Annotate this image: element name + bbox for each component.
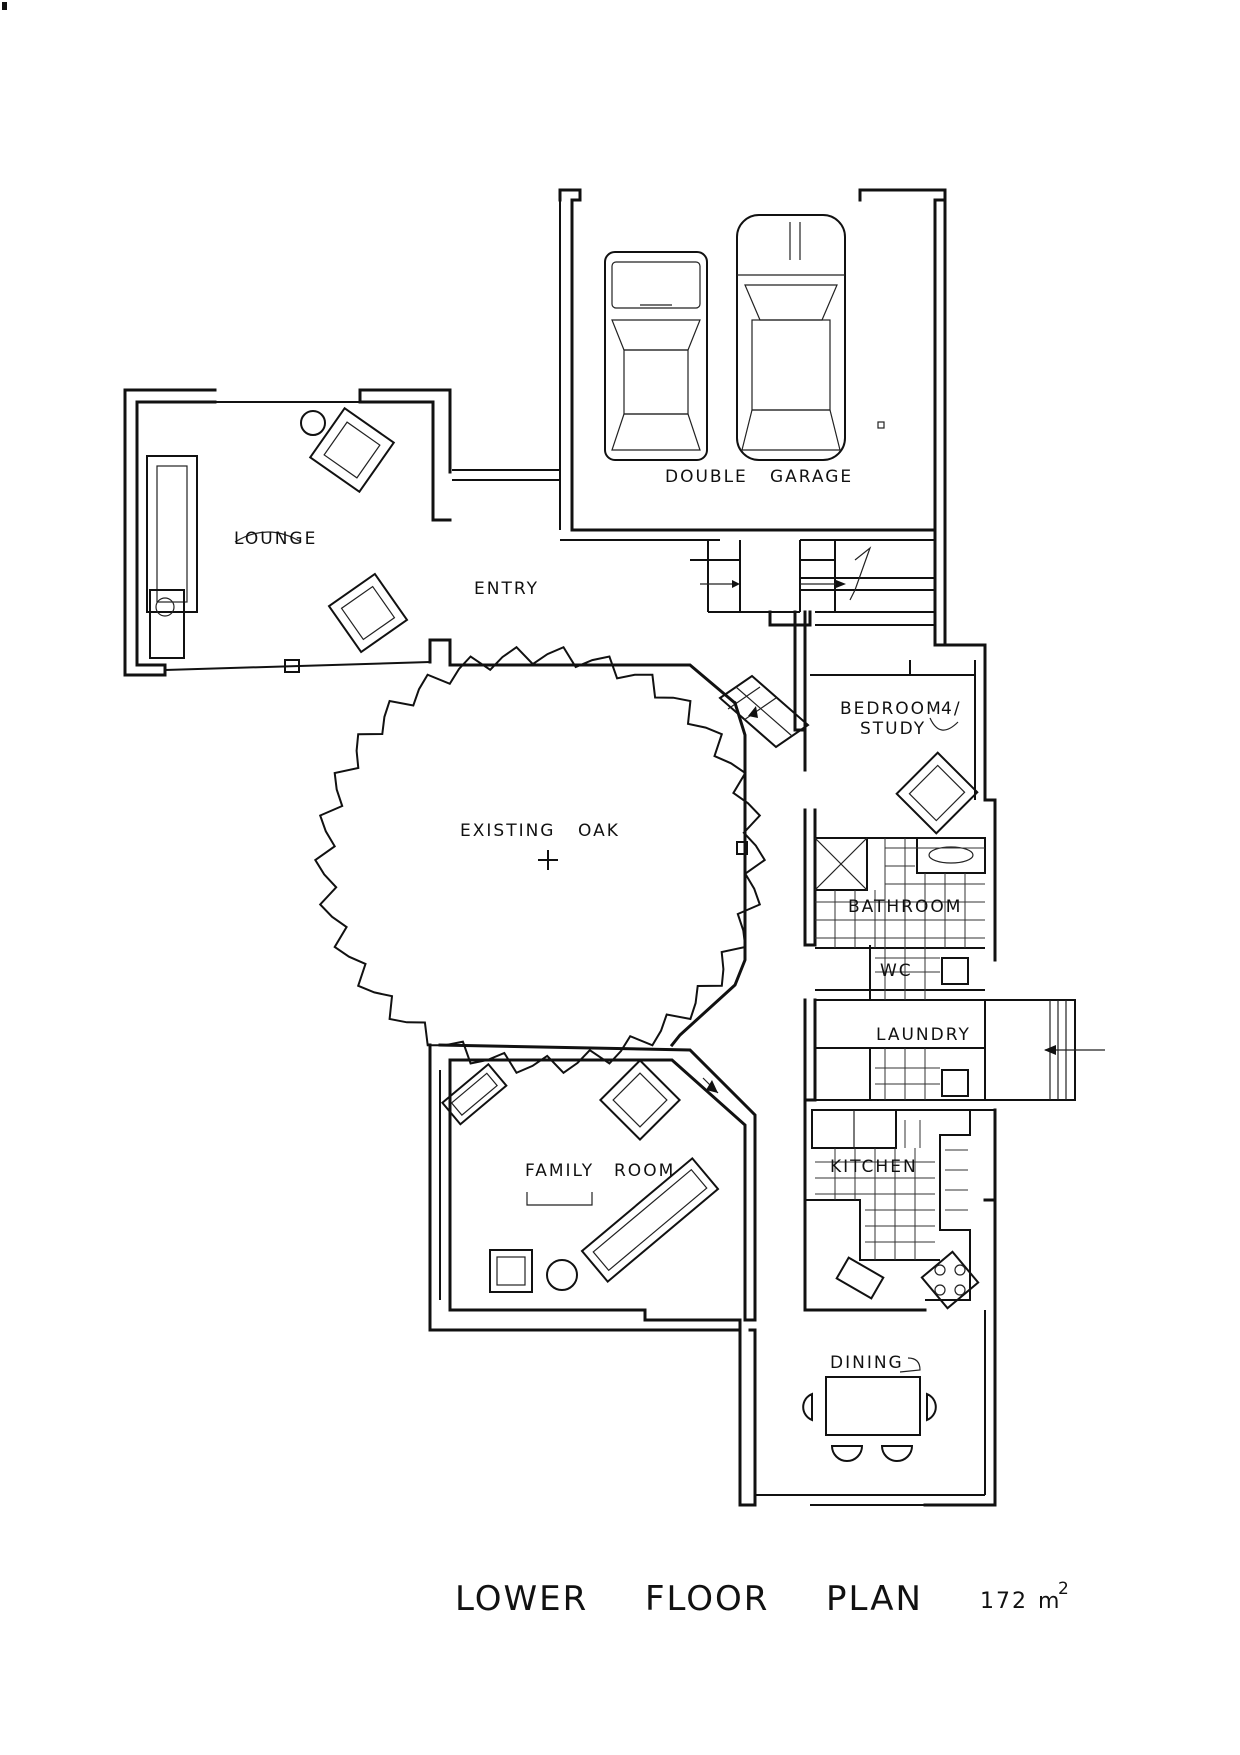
dining-table (825, 1376, 921, 1436)
label-bedroom-number: 4/ (941, 699, 962, 719)
area-exponent: 2 (1058, 1579, 1071, 1599)
label-lounge: LOUNGE (234, 529, 317, 549)
label-oak: OAK (578, 821, 620, 841)
laundry (803, 998, 1105, 1111)
sofa (146, 455, 198, 613)
car-right (736, 214, 846, 461)
label-bathroom: BATHROOM (848, 897, 962, 917)
bathroom (803, 808, 986, 1001)
label-study: STUDY (860, 719, 926, 739)
label-entry: ENTRY (474, 579, 539, 599)
label-kitchen: KITCHEN (830, 1157, 918, 1177)
car-left (604, 251, 708, 461)
label-room: ROOM (614, 1161, 675, 1181)
corner-mark (2, 2, 7, 10)
oak-tree (313, 645, 767, 1075)
area-value: 172 (980, 1589, 1028, 1614)
label-garage: GARAGE (770, 467, 853, 487)
kitchen (803, 1098, 997, 1312)
title-plan: PLAN (826, 1579, 923, 1619)
lounge (123, 388, 560, 677)
floor-drain (877, 421, 885, 429)
area-unit: m (1038, 1589, 1061, 1614)
title-lower: LOWER (455, 1579, 588, 1619)
bedroom-4-study (810, 643, 997, 962)
label-family: FAMILY (525, 1161, 594, 1181)
label-dining: DINING (830, 1353, 904, 1373)
entry (428, 540, 935, 772)
label-bedroom: BEDROOM (840, 699, 943, 719)
family-room (428, 1043, 757, 1332)
dining (738, 1198, 997, 1507)
label-laundry: LAUNDRY (876, 1025, 971, 1045)
label-double: DOUBLE (665, 467, 748, 487)
label-wc: WC (880, 961, 913, 981)
title-floor: FLOOR (645, 1579, 769, 1619)
bathroom-tiles (815, 838, 985, 1000)
label-existing: EXISTING (460, 821, 555, 841)
